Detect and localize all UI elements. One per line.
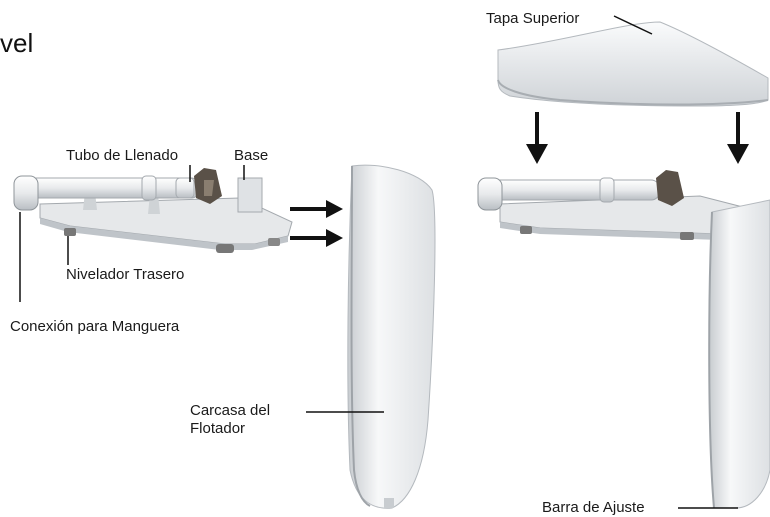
float-housing-edge	[350, 165, 371, 507]
insert-arrows	[290, 200, 343, 247]
label-base: Base	[234, 147, 269, 164]
title-fragment: vel	[0, 28, 34, 58]
arrow-head	[727, 144, 749, 164]
float-housing	[347, 164, 436, 509]
arrow-head	[326, 200, 343, 218]
foot	[680, 232, 694, 240]
assembled-housing-edge	[708, 211, 715, 509]
assembled-hose-connector	[477, 177, 503, 211]
down-arrows	[526, 112, 749, 164]
top-cap	[497, 21, 769, 107]
leader-lines	[19, 15, 738, 509]
label-nivelador-trasero: Nivelador Trasero	[66, 266, 185, 283]
label-barra-de-ajuste: Barra de Ajuste	[542, 499, 645, 516]
valve-highlight	[204, 180, 214, 196]
arrow-head	[326, 229, 343, 247]
label-tubo-de-llenado: Tubo de Llenado	[66, 147, 179, 164]
float-housing-body	[347, 164, 436, 509]
float-housing-tab	[384, 498, 394, 508]
assembled-float-housing	[708, 199, 770, 509]
base-plate-edge	[40, 218, 288, 250]
label-tapa-superior: Tapa Superior	[486, 10, 580, 27]
assembled-base-edge	[500, 222, 770, 240]
foot	[520, 226, 532, 234]
top-cap-rim	[497, 79, 769, 106]
assembled-fill-tube	[489, 179, 661, 201]
fill-tube	[27, 177, 201, 199]
top-cap-body	[497, 21, 769, 107]
rear-leveler-foot	[64, 228, 76, 236]
base-block	[237, 177, 263, 213]
label-carcasa-del-flotador: Carcasa del Flotador	[190, 402, 271, 437]
tube-coupling	[175, 177, 195, 199]
label-conexion-manguera: Conexión para Manguera	[10, 318, 180, 335]
assembled-unit	[477, 170, 770, 509]
tube-coupling	[141, 175, 157, 201]
leader-tapa-superior	[613, 15, 653, 35]
tube-coupling	[599, 177, 615, 203]
assembled-valve	[656, 170, 684, 206]
arrow-head	[526, 144, 548, 164]
front-foot-right	[268, 238, 280, 246]
left-base-assembly	[13, 168, 293, 253]
front-foot	[216, 244, 234, 253]
hose-connector	[13, 175, 39, 211]
